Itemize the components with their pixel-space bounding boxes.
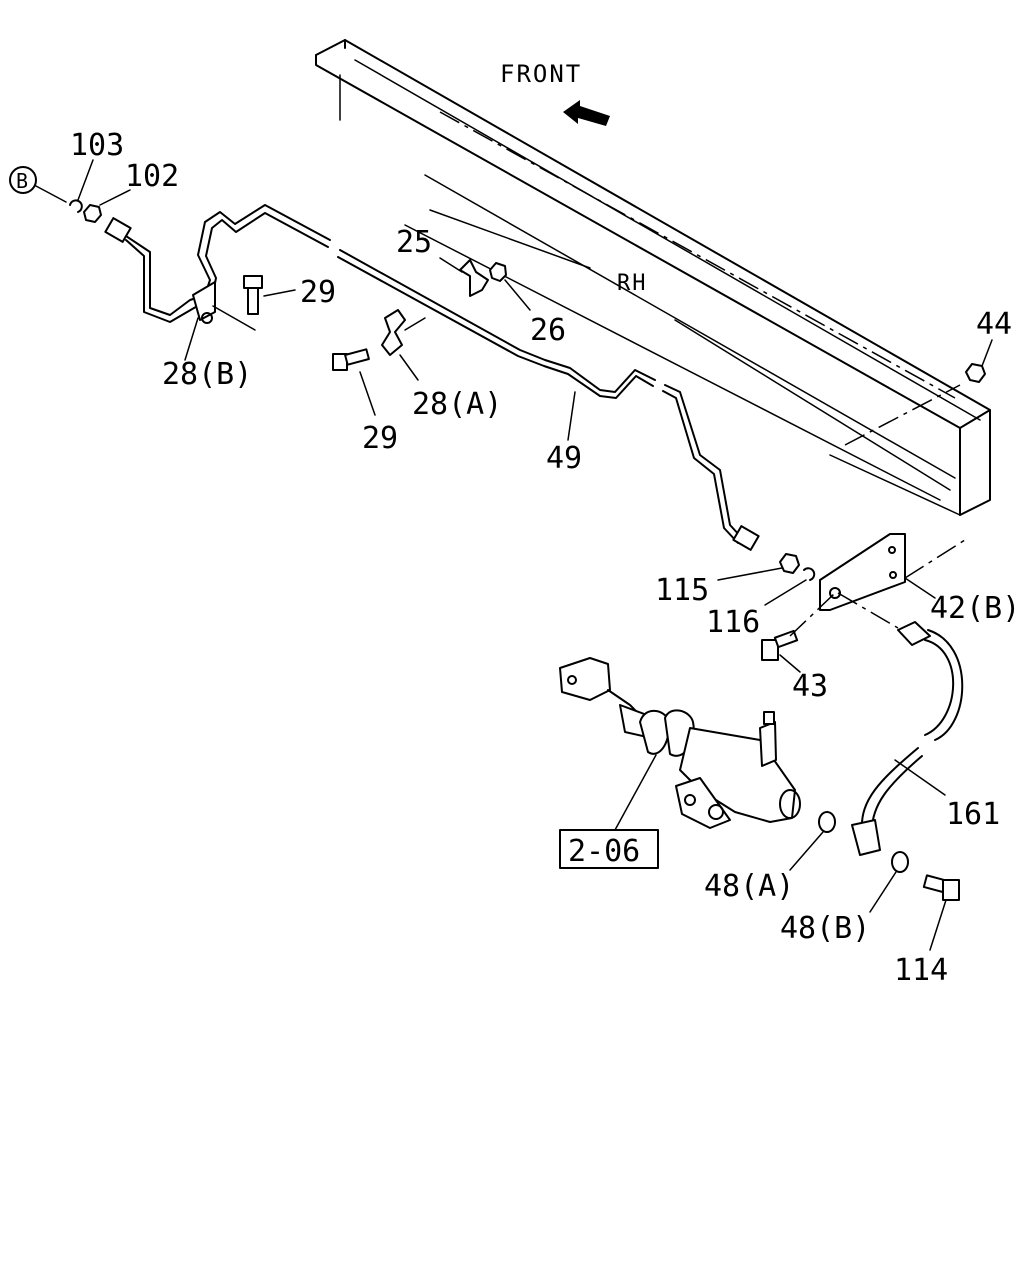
rh-label: RH [617, 271, 648, 296]
svg-text:B: B [16, 169, 28, 193]
bolt-29-lower [332, 348, 376, 416]
bolt-114 [922, 874, 960, 951]
callout-114: 114 [894, 953, 948, 988]
clamp-28a [381, 309, 426, 381]
callout-103: 103 [70, 128, 124, 163]
bolt-29-upper [243, 275, 296, 315]
callout-44: 44 [976, 307, 1012, 342]
callout-25: 25 [396, 225, 432, 260]
bracket-25 [439, 257, 489, 297]
callout-48a: 48(A) [704, 869, 794, 904]
nut-44 [965, 339, 993, 383]
callout-29-lower: 29 [362, 421, 398, 456]
callout-29-upper: 29 [300, 275, 336, 310]
callout-42b: 42(B) [930, 591, 1020, 626]
callout-49: 49 [546, 441, 582, 476]
nut-115 [717, 553, 800, 581]
callout-161: 161 [946, 797, 1000, 832]
leader-49 [567, 391, 576, 441]
nut-102 [83, 189, 131, 223]
washer-48b [869, 851, 909, 913]
clip-103 [69, 159, 94, 213]
callout-28a: 28(A) [412, 387, 502, 422]
pipe-flare-nut-front [104, 217, 132, 243]
ref-box-2-06: 2-06 [559, 829, 659, 869]
clip-116 [764, 567, 816, 606]
callout-115: 115 [655, 573, 709, 608]
flex-hose-161 [837, 592, 964, 856]
pipe-flare-nut-rear [732, 525, 760, 551]
bolt-43 [761, 592, 836, 673]
bracket-42b [819, 533, 969, 611]
ref-circle-b: B [9, 166, 67, 203]
callout-48b: 48(B) [780, 911, 870, 946]
front-arrow-icon [563, 100, 610, 126]
nut-26 [489, 262, 531, 311]
brake-pipe-49 [119, 204, 743, 544]
callout-26: 26 [530, 313, 566, 348]
callout-28b: 28(B) [162, 357, 252, 392]
svg-text:2-06: 2-06 [568, 834, 640, 869]
callout-43: 43 [792, 669, 828, 704]
cylinder-assembly [559, 657, 801, 831]
front-label: FRONT [500, 60, 582, 88]
callout-116: 116 [706, 605, 760, 640]
callout-102: 102 [125, 159, 179, 194]
frame-rail [315, 39, 991, 516]
washer-48a [789, 811, 836, 871]
clamp-28b [184, 281, 256, 361]
